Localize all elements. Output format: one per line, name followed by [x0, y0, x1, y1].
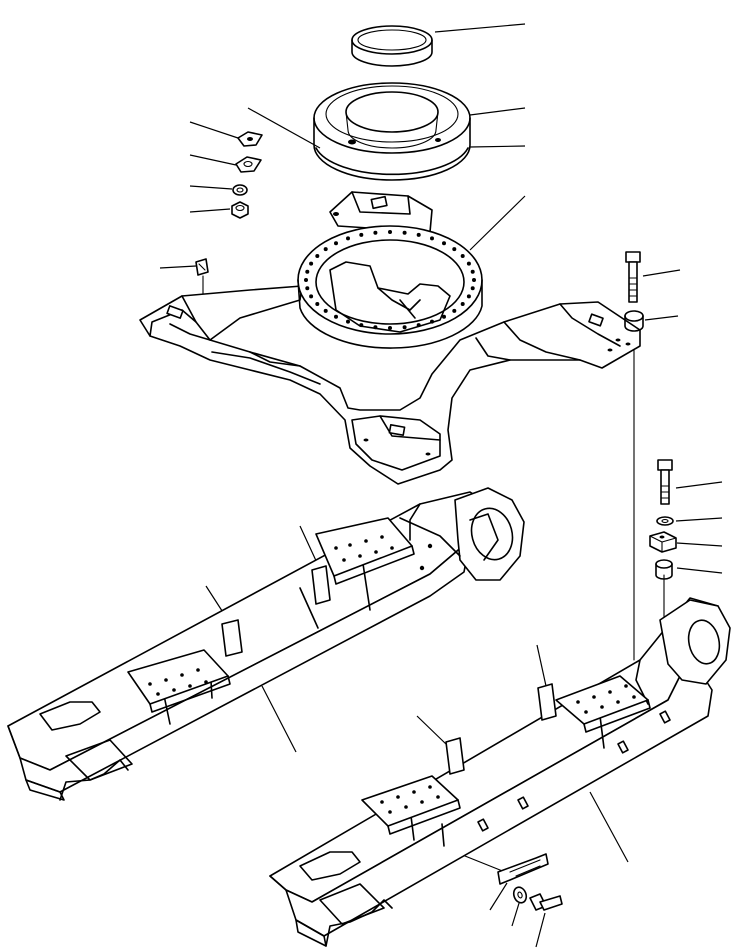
bearing-bolt-hole: [315, 302, 320, 306]
bearing-bolt-hole: [460, 254, 465, 258]
leader-guard-bracket: [489, 882, 508, 911]
leader-swing-circle-inner: [469, 145, 526, 148]
swing-circle-inner: [315, 147, 469, 176]
leader-left-bracket-upper: [299, 525, 319, 566]
cover-plate: [237, 131, 263, 147]
bearing-bolt-hole: [388, 230, 392, 234]
bearing-bolt-hole: [452, 308, 457, 313]
leader-right-bracket-lower: [416, 715, 448, 746]
leader-right-bracket-upper: [536, 644, 547, 687]
leader-washer: [189, 185, 233, 190]
spacer-upper: [624, 310, 644, 332]
nut: [231, 201, 249, 219]
bearing-bolt-hole: [402, 325, 407, 330]
seal-ring: [351, 25, 433, 67]
bearing-bolt-hole: [470, 286, 475, 291]
bearing-bolt-hole: [309, 261, 314, 266]
bearing-bolt-hole: [373, 230, 378, 235]
bearing-bolt-hole: [466, 261, 471, 266]
washer: [232, 184, 248, 196]
bolt-bottom: [529, 893, 563, 911]
bearing-bolt-hole: [309, 294, 314, 299]
bearing-bolt-hole: [430, 236, 434, 241]
bearing-bolt-hole: [442, 314, 446, 319]
leader-washer-middle: [675, 517, 723, 522]
bearing-bolt-hole: [472, 278, 476, 282]
leader-grease-fitting: [159, 265, 197, 269]
leader-swing-circle-outer: [469, 107, 526, 116]
leader-cover-plate: [189, 121, 239, 139]
bearing-bolt-hole: [373, 325, 378, 330]
bearing-bolt-hole: [315, 254, 320, 258]
bearing-bolt-hole: [402, 230, 407, 235]
bearing-bolt-hole: [305, 269, 310, 274]
leader-seal-ring: [434, 23, 526, 33]
block: [649, 531, 677, 553]
bearing-bolt-hole: [334, 314, 338, 319]
bearing-bolt-hole: [470, 269, 475, 274]
bearing-bolt-hole: [416, 232, 421, 237]
bearing-bolt-hole: [334, 241, 338, 246]
leader-block: [676, 542, 723, 547]
track-frame-left: [7, 487, 525, 801]
washer-middle: [656, 516, 674, 526]
leader-lines: [159, 23, 723, 948]
bearing-bolt-hole: [305, 286, 310, 291]
lock-washer: [512, 886, 528, 904]
leader-gasket: [189, 154, 237, 166]
left-plate-holes: [148, 535, 433, 696]
track-frame-right: [269, 597, 731, 947]
bearing-bolt-hole: [304, 278, 308, 282]
bearing-bolt-hole: [416, 323, 421, 328]
leader-bolt-middle: [675, 481, 723, 489]
bearing-bolt-hole: [452, 247, 457, 252]
bearing-bolt-holes: [304, 230, 476, 330]
leader-nut: [189, 208, 231, 213]
bolt-middle: [657, 459, 673, 505]
leader-spacer-upper: [644, 315, 679, 321]
bearing-bolt-hole: [323, 308, 328, 313]
center-frame: [139, 191, 641, 485]
bearing-bolt-hole: [359, 323, 364, 328]
leader-center-frame: [469, 195, 526, 251]
bearing-bolt-hole: [346, 236, 350, 241]
bushing: [655, 559, 673, 580]
leader-bushing: [676, 567, 723, 574]
bolt-upper: [625, 251, 641, 303]
bearing-bolt-hole: [388, 326, 392, 330]
leader-bolt-upper: [642, 269, 681, 277]
grease-fitting: [195, 258, 209, 276]
bearing-bolt-hole: [460, 302, 465, 306]
bearing-bolt-hole: [359, 232, 364, 237]
bearing-bolt-hole: [442, 241, 446, 246]
bearing-bolt-hole: [466, 294, 471, 299]
leader-bolt-bottom: [535, 912, 546, 948]
bearing-bolt-hole: [346, 319, 350, 324]
bearing-bolt-hole: [323, 247, 328, 252]
guard-bracket: [497, 853, 549, 885]
leader-lock-washer: [511, 899, 521, 927]
bearing-bolt-hole: [430, 319, 434, 324]
leader-track-frame-left: [261, 685, 297, 753]
gasket: [235, 156, 262, 173]
right-plate-holes: [380, 684, 636, 814]
leader-long-cover: [247, 107, 321, 149]
swing-circle-outer: [313, 82, 471, 181]
leader-track-frame-right: [589, 791, 629, 863]
